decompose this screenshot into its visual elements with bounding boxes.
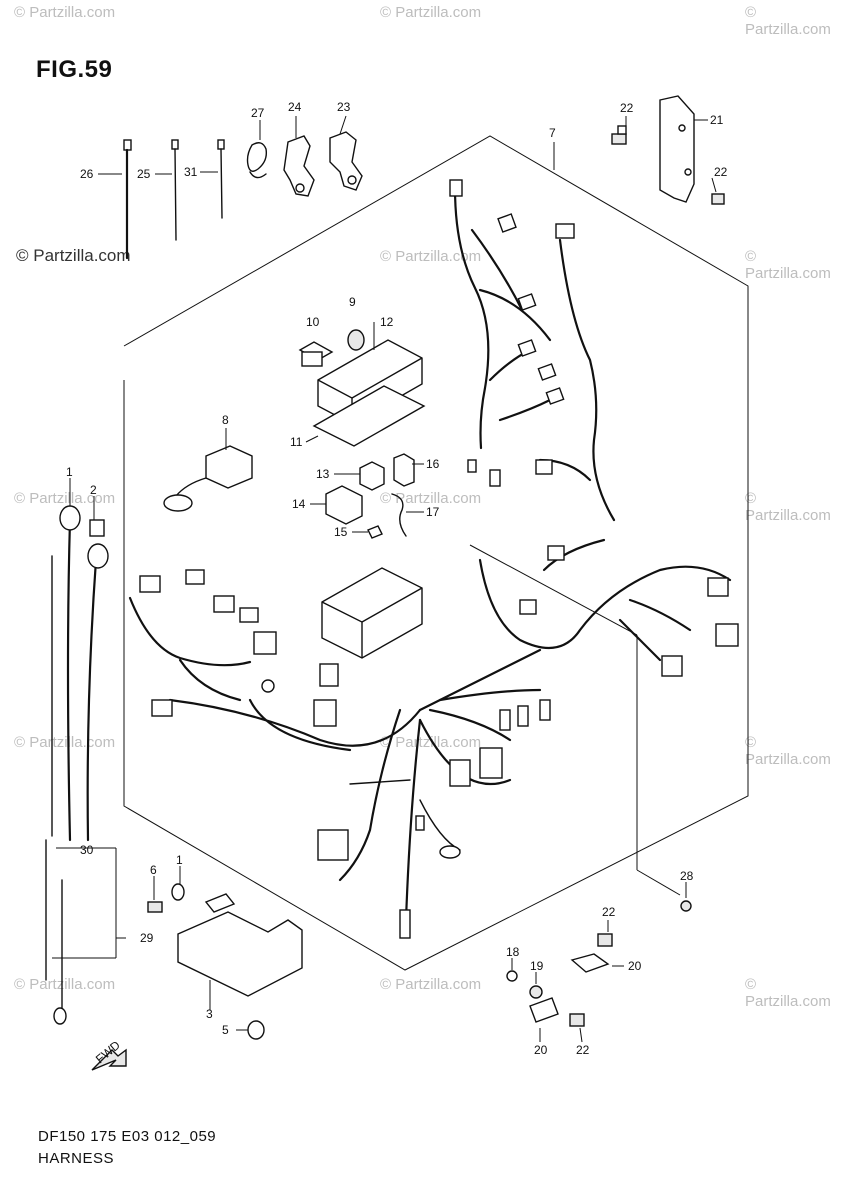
callout-21: 21 xyxy=(710,113,724,127)
main-harness-7 xyxy=(128,186,732,922)
clamp-27 xyxy=(246,142,268,179)
callout-1: 1 xyxy=(66,465,73,479)
fwd-arrow-icon: FWD xyxy=(91,1038,127,1071)
callout-14: 14 xyxy=(292,497,306,511)
callout-2: 2 xyxy=(90,483,97,497)
watermark: © Partzilla.com xyxy=(380,248,482,265)
nut-18 xyxy=(506,970,518,982)
watermark: © Partzilla.com xyxy=(14,976,116,993)
bolt-22 xyxy=(611,125,627,145)
wire-17 xyxy=(391,493,407,537)
callout-24: 24 xyxy=(288,100,302,114)
callout-9: 9 xyxy=(349,295,356,309)
gasket-11 xyxy=(312,385,426,447)
callout-23: 23 xyxy=(337,100,351,114)
callout-22: 22 xyxy=(602,905,616,919)
bolt-22 xyxy=(569,1013,585,1027)
callout-11: 11 xyxy=(290,435,303,449)
relay-13 xyxy=(359,461,385,491)
watermark: © Partzilla.com xyxy=(380,976,482,993)
clamp-23 xyxy=(329,131,363,191)
washer-4 xyxy=(171,883,185,901)
watermark: © Partzilla.com xyxy=(380,4,482,21)
callout-19: 19 xyxy=(530,959,544,973)
watermark: © Partzilla.com xyxy=(745,734,831,768)
clip-10 xyxy=(298,341,334,367)
callout-16: 16 xyxy=(426,457,440,471)
watermark: © Partzilla.com xyxy=(745,248,831,282)
bolt-22 xyxy=(711,193,725,205)
bolt-22 xyxy=(597,933,613,947)
callout-27: 27 xyxy=(251,106,265,120)
clip-15 xyxy=(367,525,383,539)
bracket-20 xyxy=(570,953,610,973)
callout-28: 28 xyxy=(680,869,694,883)
watermark: © Partzilla.com xyxy=(380,490,482,507)
callout-3: 3 xyxy=(206,1007,213,1021)
callout-30: 30 xyxy=(80,843,94,857)
bracket-3 xyxy=(177,893,303,997)
callout-10: 10 xyxy=(306,315,320,329)
cable-tie-25 xyxy=(171,139,179,241)
cable-tie-31 xyxy=(217,139,225,219)
cable-tie-26 xyxy=(123,139,132,260)
callout-18: 18 xyxy=(506,945,520,959)
callout-22: 22 xyxy=(576,1043,590,1057)
callout-15: 15 xyxy=(334,525,348,539)
perspective-frame xyxy=(123,135,749,971)
callout-7: 7 xyxy=(549,126,556,140)
callout-22: 22 xyxy=(620,101,634,115)
bracket-21 xyxy=(659,95,695,203)
watermark: © Partzilla.com xyxy=(380,734,482,751)
grommet-5 xyxy=(247,1020,265,1040)
grommet-9 xyxy=(347,329,365,351)
callout-26: 26 xyxy=(80,167,94,181)
relay-14 xyxy=(325,485,363,525)
watermark: © Partzilla.com xyxy=(745,490,831,524)
bolt-6 xyxy=(147,901,163,913)
bolt-28 xyxy=(680,900,692,912)
callout-6: 6 xyxy=(150,863,157,877)
callout-22: 22 xyxy=(714,165,728,179)
callout-20: 20 xyxy=(534,1043,548,1057)
callout-13: 13 xyxy=(316,467,330,481)
diagram-code: DF150 175 E03 012_059 xyxy=(38,1128,217,1145)
callout-29: 29 xyxy=(140,931,154,945)
relay-8 xyxy=(163,445,253,512)
watermark: © Partzilla.com xyxy=(14,4,116,21)
nut-19 xyxy=(529,985,543,999)
watermark: © Partzilla.com xyxy=(14,490,116,507)
callout-17: 17 xyxy=(426,505,440,519)
callout-1: 1 xyxy=(176,853,183,867)
battery-cables xyxy=(45,505,109,1025)
watermark: © Partzilla.com xyxy=(14,734,116,751)
callout-31: 31 xyxy=(184,165,198,179)
callout-5: 5 xyxy=(222,1023,229,1037)
leader-lines xyxy=(52,115,717,1043)
watermark: © Partzilla.com xyxy=(745,976,831,1010)
watermark: © Partzilla.com xyxy=(745,4,831,38)
junction-box xyxy=(321,567,423,659)
bracket-20 xyxy=(529,997,559,1023)
clamp-24 xyxy=(283,135,315,197)
callout-12: 12 xyxy=(380,315,394,329)
diagram-name: HARNESS xyxy=(38,1150,115,1167)
watermark-prominent: © Partzilla.com xyxy=(16,246,131,265)
callout-8: 8 xyxy=(222,413,229,427)
figure-title: FIG.59 xyxy=(36,56,113,83)
relay-16 xyxy=(393,453,415,487)
callout-25: 25 xyxy=(137,167,151,181)
callout-labels: 7 21 22 22 27 24 23 26 25 31 9 10 12 8 1… xyxy=(66,100,728,1057)
callout-20: 20 xyxy=(628,959,642,973)
connectors xyxy=(139,179,739,939)
